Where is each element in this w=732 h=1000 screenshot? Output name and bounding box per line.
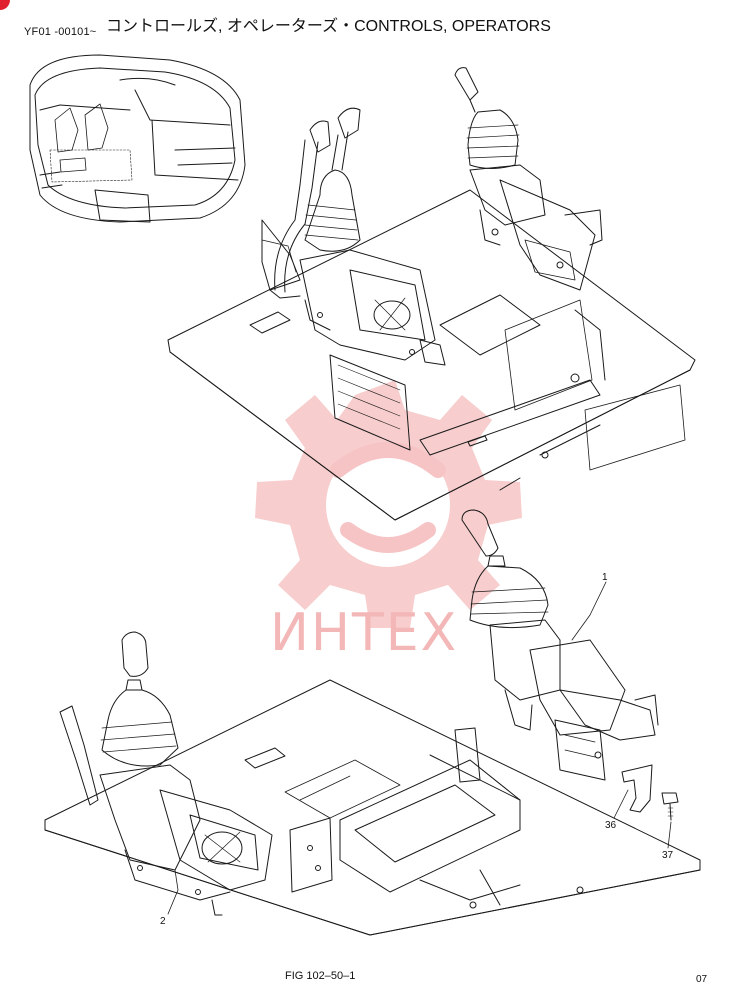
watermark-text: ИНТЕХ <box>270 603 459 663</box>
callout-leader-lines <box>167 581 672 915</box>
callout-36: 36 <box>605 820 617 831</box>
red-corner-mark <box>0 0 10 10</box>
upper-floor-plate <box>167 189 696 521</box>
figure-reference: FIG 102–50–1 <box>285 970 356 982</box>
lower-floor-plate <box>44 679 701 936</box>
page-title: コントロールズ, オペレーターズ・CONTROLS, OPERATORS <box>106 18 551 35</box>
callout-2: 2 <box>160 916 166 927</box>
page-number: 07 <box>696 974 708 985</box>
callout-1: 1 <box>602 572 608 583</box>
machine-inset-illustration <box>29 54 246 223</box>
upper-left-control-console <box>261 107 446 366</box>
callout-37: 37 <box>662 850 674 861</box>
watermark-arc-icon <box>330 442 446 553</box>
lower-right-console-assembly <box>461 509 659 781</box>
serial-range: YF01 -00101~ <box>24 26 97 38</box>
part-37-bolt <box>661 792 679 821</box>
lower-left-control-console <box>59 631 273 916</box>
upper-right-control-console <box>454 67 603 291</box>
part-36-bracket <box>621 764 653 813</box>
